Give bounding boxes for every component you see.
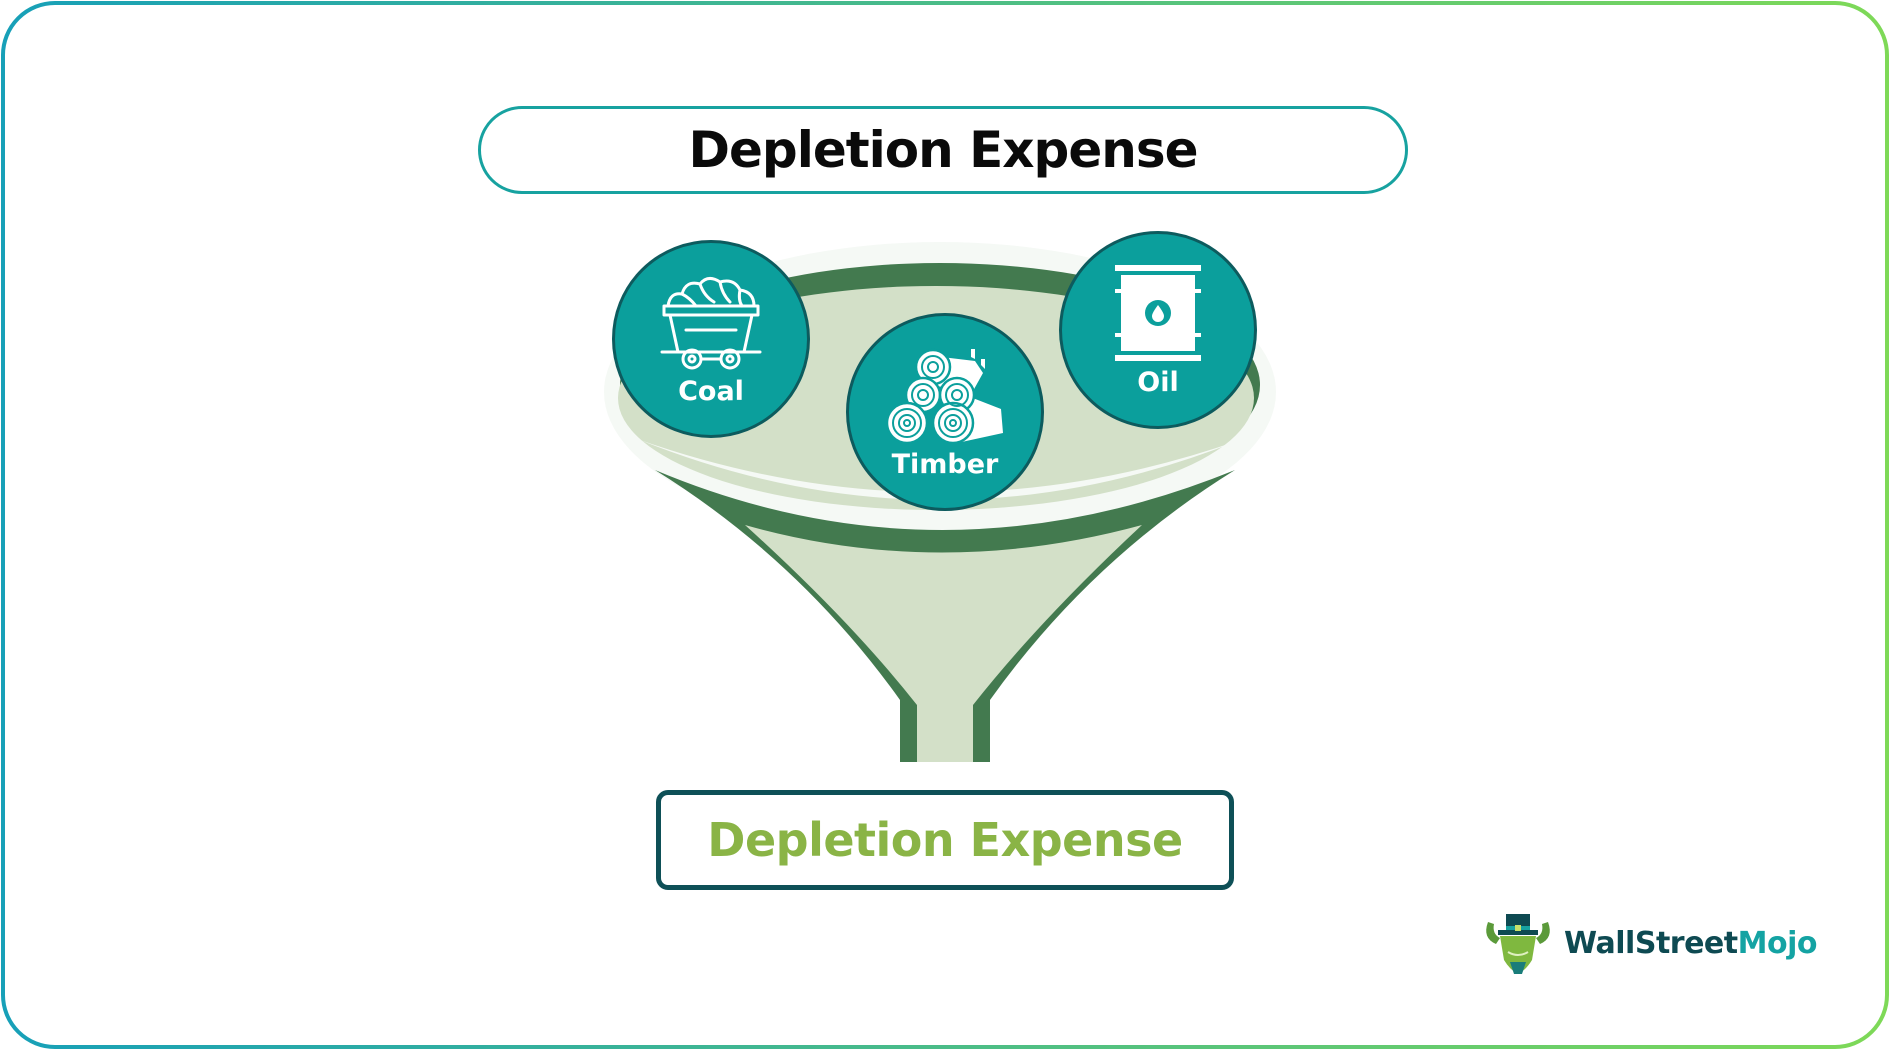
title-banner: Depletion Expense [478,106,1408,194]
resource-label-timber: Timber [891,448,999,480]
bull-mascot-icon [1486,914,1550,974]
resource-label-oil: Oil [1137,366,1179,398]
resource-timber: Timber [846,313,1044,511]
output-box: Depletion Expense [656,790,1234,890]
oil-barrel-icon [1115,264,1201,361]
resource-coal: Coal [612,240,810,438]
resource-label-coal: Coal [678,375,744,407]
resource-oil: Oil [1059,231,1257,429]
brand-name: WallStreetMojo [1564,925,1817,961]
logs-icon [885,348,1003,444]
output-label: Depletion Expense [707,813,1183,867]
page-title: Depletion Expense [688,121,1198,179]
brand-logo: WallStreetMojo [1482,908,1817,978]
mine-cart-icon [660,276,762,369]
